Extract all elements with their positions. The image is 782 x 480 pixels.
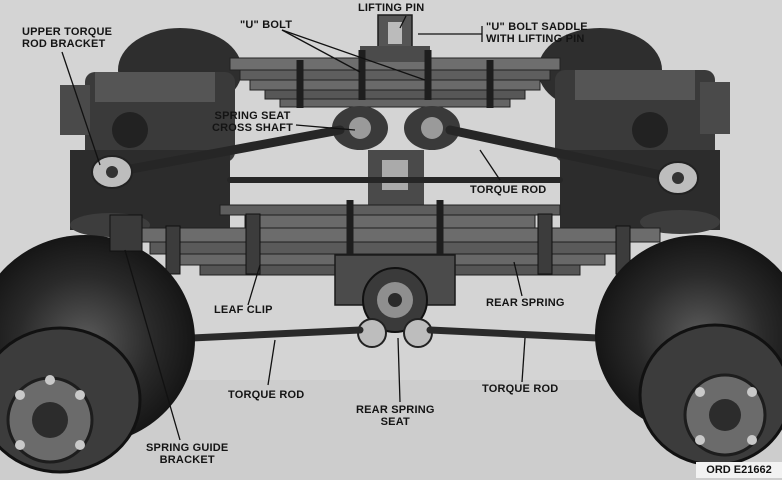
- label-rear-spring-seat-line2: SEAT: [380, 416, 410, 428]
- spring-seat-cross-shaft: [332, 106, 460, 210]
- label-u-bolt: "U" BOLT: [240, 19, 293, 31]
- label-lifting-pin: LIFTING PIN: [358, 2, 425, 14]
- rear-spring-seat: [334, 254, 456, 348]
- lifting-pin-bracket: [360, 14, 430, 62]
- label-torque-rod-lower-right: TORQUE ROD: [482, 383, 559, 395]
- label-rear-spring-seat: REAR SPRING SEAT: [356, 404, 435, 428]
- label-upper-torque-rod-bracket-line2: ROD BRACKET: [22, 38, 106, 50]
- leaf-clips: [165, 213, 631, 275]
- upper-torque-rods: [110, 125, 680, 183]
- label-spring-guide-bracket-line2: BRACKET: [159, 454, 215, 466]
- right-brake-drum: [595, 235, 782, 467]
- label-spring-seat-cross-shaft-line1: SPRING SEAT: [214, 110, 291, 122]
- torque-rod-ends-upper: [91, 155, 699, 195]
- label-upper-torque-rod-bracket-line1: UPPER TORQUE: [22, 26, 113, 38]
- label-spring-guide-bracket: SPRING GUIDE BRACKET: [146, 442, 228, 466]
- left-brake-drum: [0, 235, 195, 474]
- label-spring-seat-cross-shaft-line2: CROSS SHAFT: [212, 122, 294, 134]
- figure-reference-number: ORD E21662: [696, 462, 782, 478]
- label-u-bolt-saddle-line2: WITH LIFTING PIN: [486, 33, 585, 45]
- upper-leaf-spring: [229, 57, 561, 108]
- label-rear-spring-seat-line1: REAR SPRING: [356, 404, 435, 416]
- label-rear-spring: REAR SPRING: [486, 297, 565, 309]
- label-spring-seat-cross-shaft: SPRING SEAT CROSS SHAFT: [212, 110, 293, 134]
- leader-lines: [61, 15, 526, 441]
- label-u-bolt-saddle-line1: "U" BOLT SADDLE: [486, 21, 588, 33]
- label-leaf-clip: LEAF CLIP: [214, 304, 273, 316]
- label-torque-rod-lower-left: TORQUE ROD: [228, 389, 305, 401]
- upper-right-axle-housing: [538, 28, 730, 234]
- label-torque-rod-upper: TORQUE ROD: [470, 184, 547, 196]
- spring-guide-bracket: [109, 214, 143, 252]
- label-upper-torque-rod-bracket: UPPER TORQUE ROD BRACKET: [22, 26, 112, 50]
- label-u-bolt-saddle: "U" BOLT SADDLE WITH LIFTING PIN: [486, 21, 588, 45]
- label-spring-guide-bracket-line1: SPRING GUIDE: [146, 442, 229, 454]
